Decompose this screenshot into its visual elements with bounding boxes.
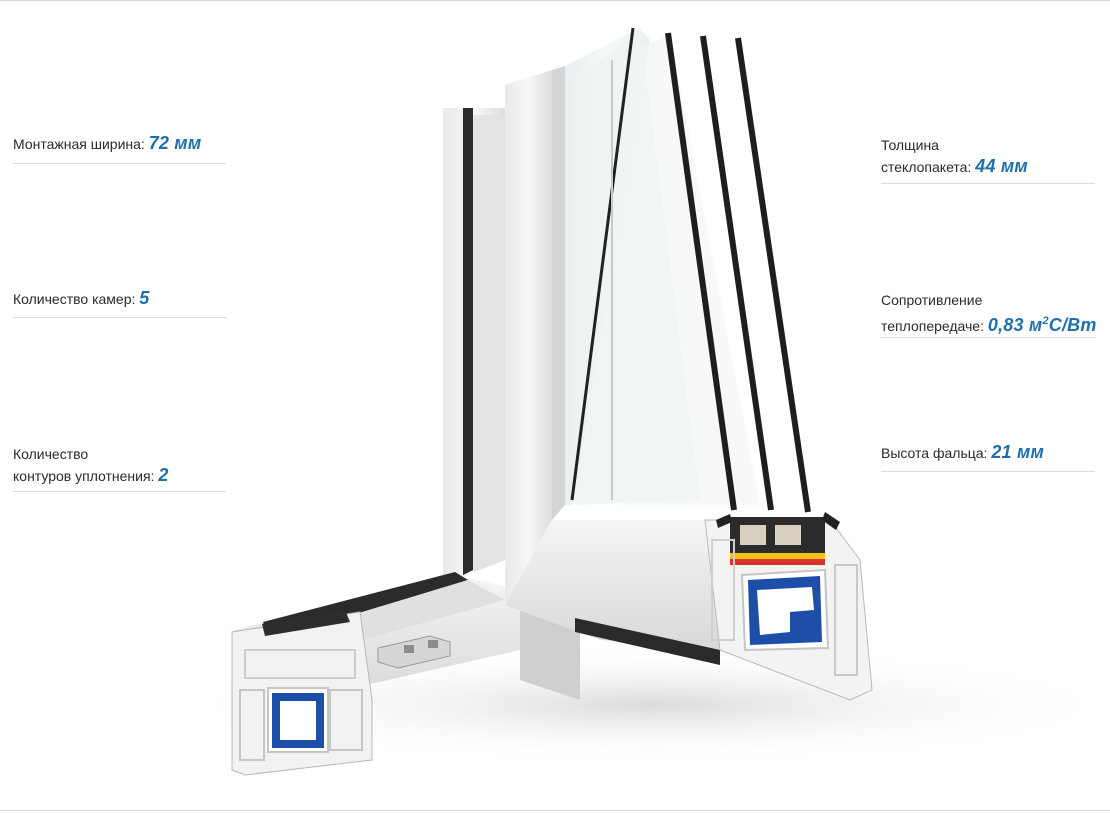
spec-glass-thickness: Толщина стеклопакета: 44 мм [881,135,1095,184]
spec-label-line2: контуров уплотнения: [13,468,155,484]
spec-seal-contours: Количество контуров уплотнения: 2 [13,444,226,492]
spec-label-line1: Толщина [881,137,939,153]
spec-chamber-count: Количество камер: 5 [13,288,226,318]
spec-value-unit: С/Вт [1048,315,1097,335]
spec-value: 5 [139,288,150,308]
top-divider [0,0,1110,1]
spec-label-line1: Сопротивление [881,292,983,308]
spec-label: Количество камер: [13,291,136,307]
spec-label: Монтажная ширина: [13,136,145,152]
spec-value: 21 мм [991,442,1044,462]
spec-value: 2 [158,465,169,485]
bottom-divider [0,810,1110,811]
spec-divider [881,183,1095,184]
spec-divider [13,317,226,318]
frame-cross-section [231,610,373,776]
spec-divider [13,491,226,492]
spec-divider [881,337,1095,338]
spec-label-line1: Количество [13,446,89,462]
spec-value: 44 мм [975,156,1028,176]
spec-value: 0,83 м2С/Вт [988,315,1097,335]
sash-and-glazing [505,27,873,701]
spec-divider [13,163,226,164]
spec-label-line2: теплопередаче: [881,318,984,334]
spec-label-line2: стеклопакета: [881,159,972,175]
spec-value-main: 0,83 м [987,315,1043,335]
sash-cross-section [704,512,873,701]
spec-divider [881,471,1095,472]
spec-label: Высота фальца: [881,445,988,461]
spec-value-superscript: 2 [1042,315,1049,327]
spec-rebate-height: Высота фальца: 21 мм [881,442,1095,472]
spec-value: 72 мм [148,133,202,153]
spec-mounting-width: Монтажная ширина: 72 мм [13,133,226,164]
spec-heat-resistance: Сопротивление теплопередаче: 0,83 м2С/Вт [881,290,1097,338]
